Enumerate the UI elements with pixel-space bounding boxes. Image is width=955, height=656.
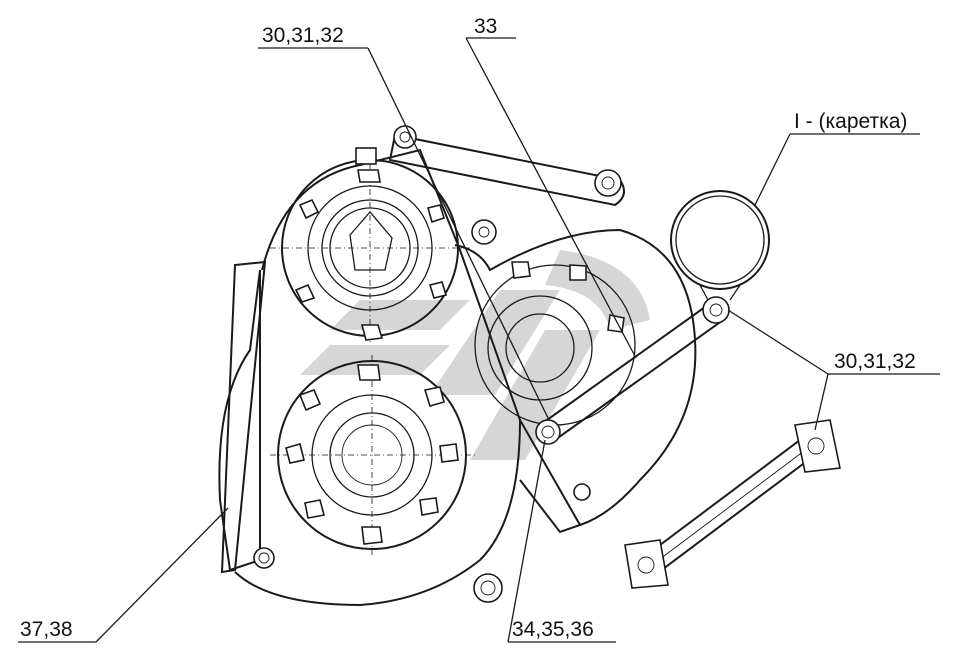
callout-30-31-32-top: 30,31,32 bbox=[262, 24, 344, 47]
leader-lines bbox=[18, 37, 940, 643]
callout-34-35-36: 34,35,36 bbox=[512, 618, 594, 641]
gearbox-housing bbox=[218, 125, 697, 607]
callout-37-38: 37,38 bbox=[20, 618, 73, 641]
callout-30-31-32-right: 30,31,32 bbox=[834, 350, 916, 373]
tensioner-arm bbox=[535, 190, 770, 445]
callout-33: 33 bbox=[474, 15, 497, 38]
callout-carriage: I - (каретка) bbox=[794, 110, 907, 133]
detached-link-rod bbox=[624, 419, 841, 589]
upper-gear-flange bbox=[270, 147, 470, 345]
side-hub bbox=[474, 261, 636, 426]
lower-gear-flange bbox=[270, 355, 475, 555]
